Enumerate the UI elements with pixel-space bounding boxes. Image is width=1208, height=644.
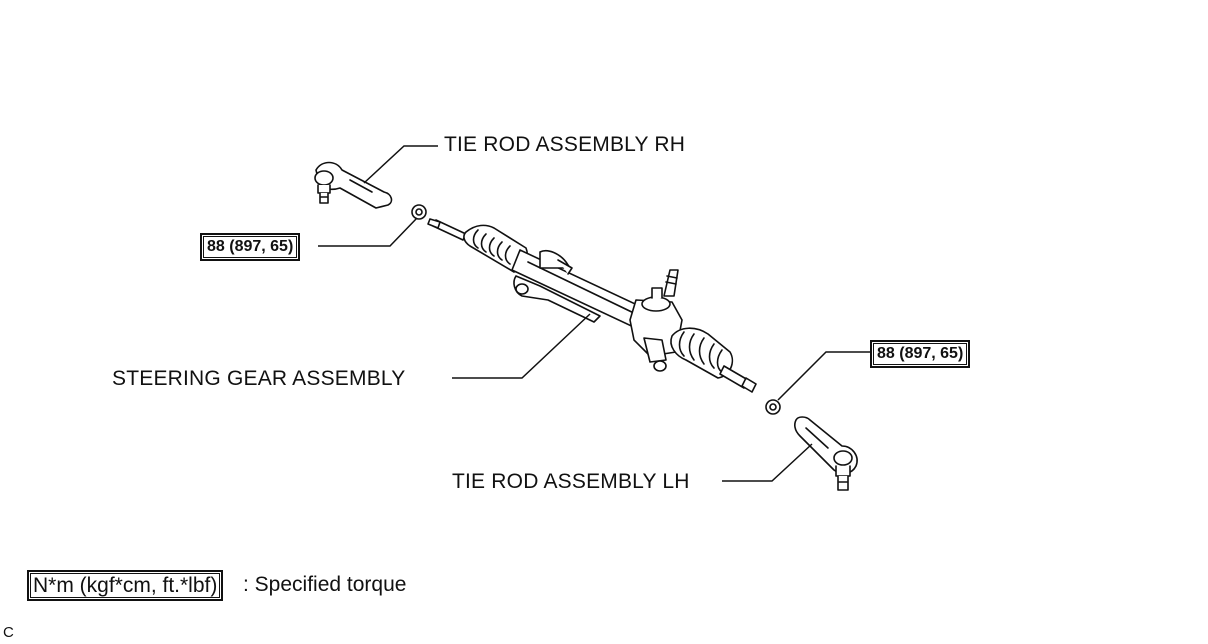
nut-upper-part xyxy=(411,204,427,220)
corner-mark: C xyxy=(3,624,14,641)
leader-line-tie-rod-rh xyxy=(363,145,438,184)
leader-line-tie-rod-lh xyxy=(722,443,813,482)
legend-unit-box: N*m (kgf*cm, ft.*lbf) xyxy=(27,570,224,601)
tie-rod-lh-part xyxy=(794,416,858,491)
tie-rod-rh-part xyxy=(314,161,393,209)
steering-gear-part xyxy=(427,218,757,393)
legend-description: : Specified torque xyxy=(243,573,407,596)
nut-lower-part xyxy=(765,399,781,415)
leader-line-steering-gear xyxy=(452,313,591,379)
label-steering-gear: STEERING GEAR ASSEMBLY xyxy=(112,367,406,390)
leader-line-torque-lower xyxy=(777,351,870,401)
torque-spec-lower: 88 (897, 65) xyxy=(870,340,971,368)
label-tie-rod-rh: TIE ROD ASSEMBLY RH xyxy=(444,133,686,156)
label-tie-rod-lh: TIE ROD ASSEMBLY LH xyxy=(452,470,690,493)
leader-line-torque-upper xyxy=(318,217,418,247)
torque-spec-upper: 88 (897, 65) xyxy=(200,233,301,261)
